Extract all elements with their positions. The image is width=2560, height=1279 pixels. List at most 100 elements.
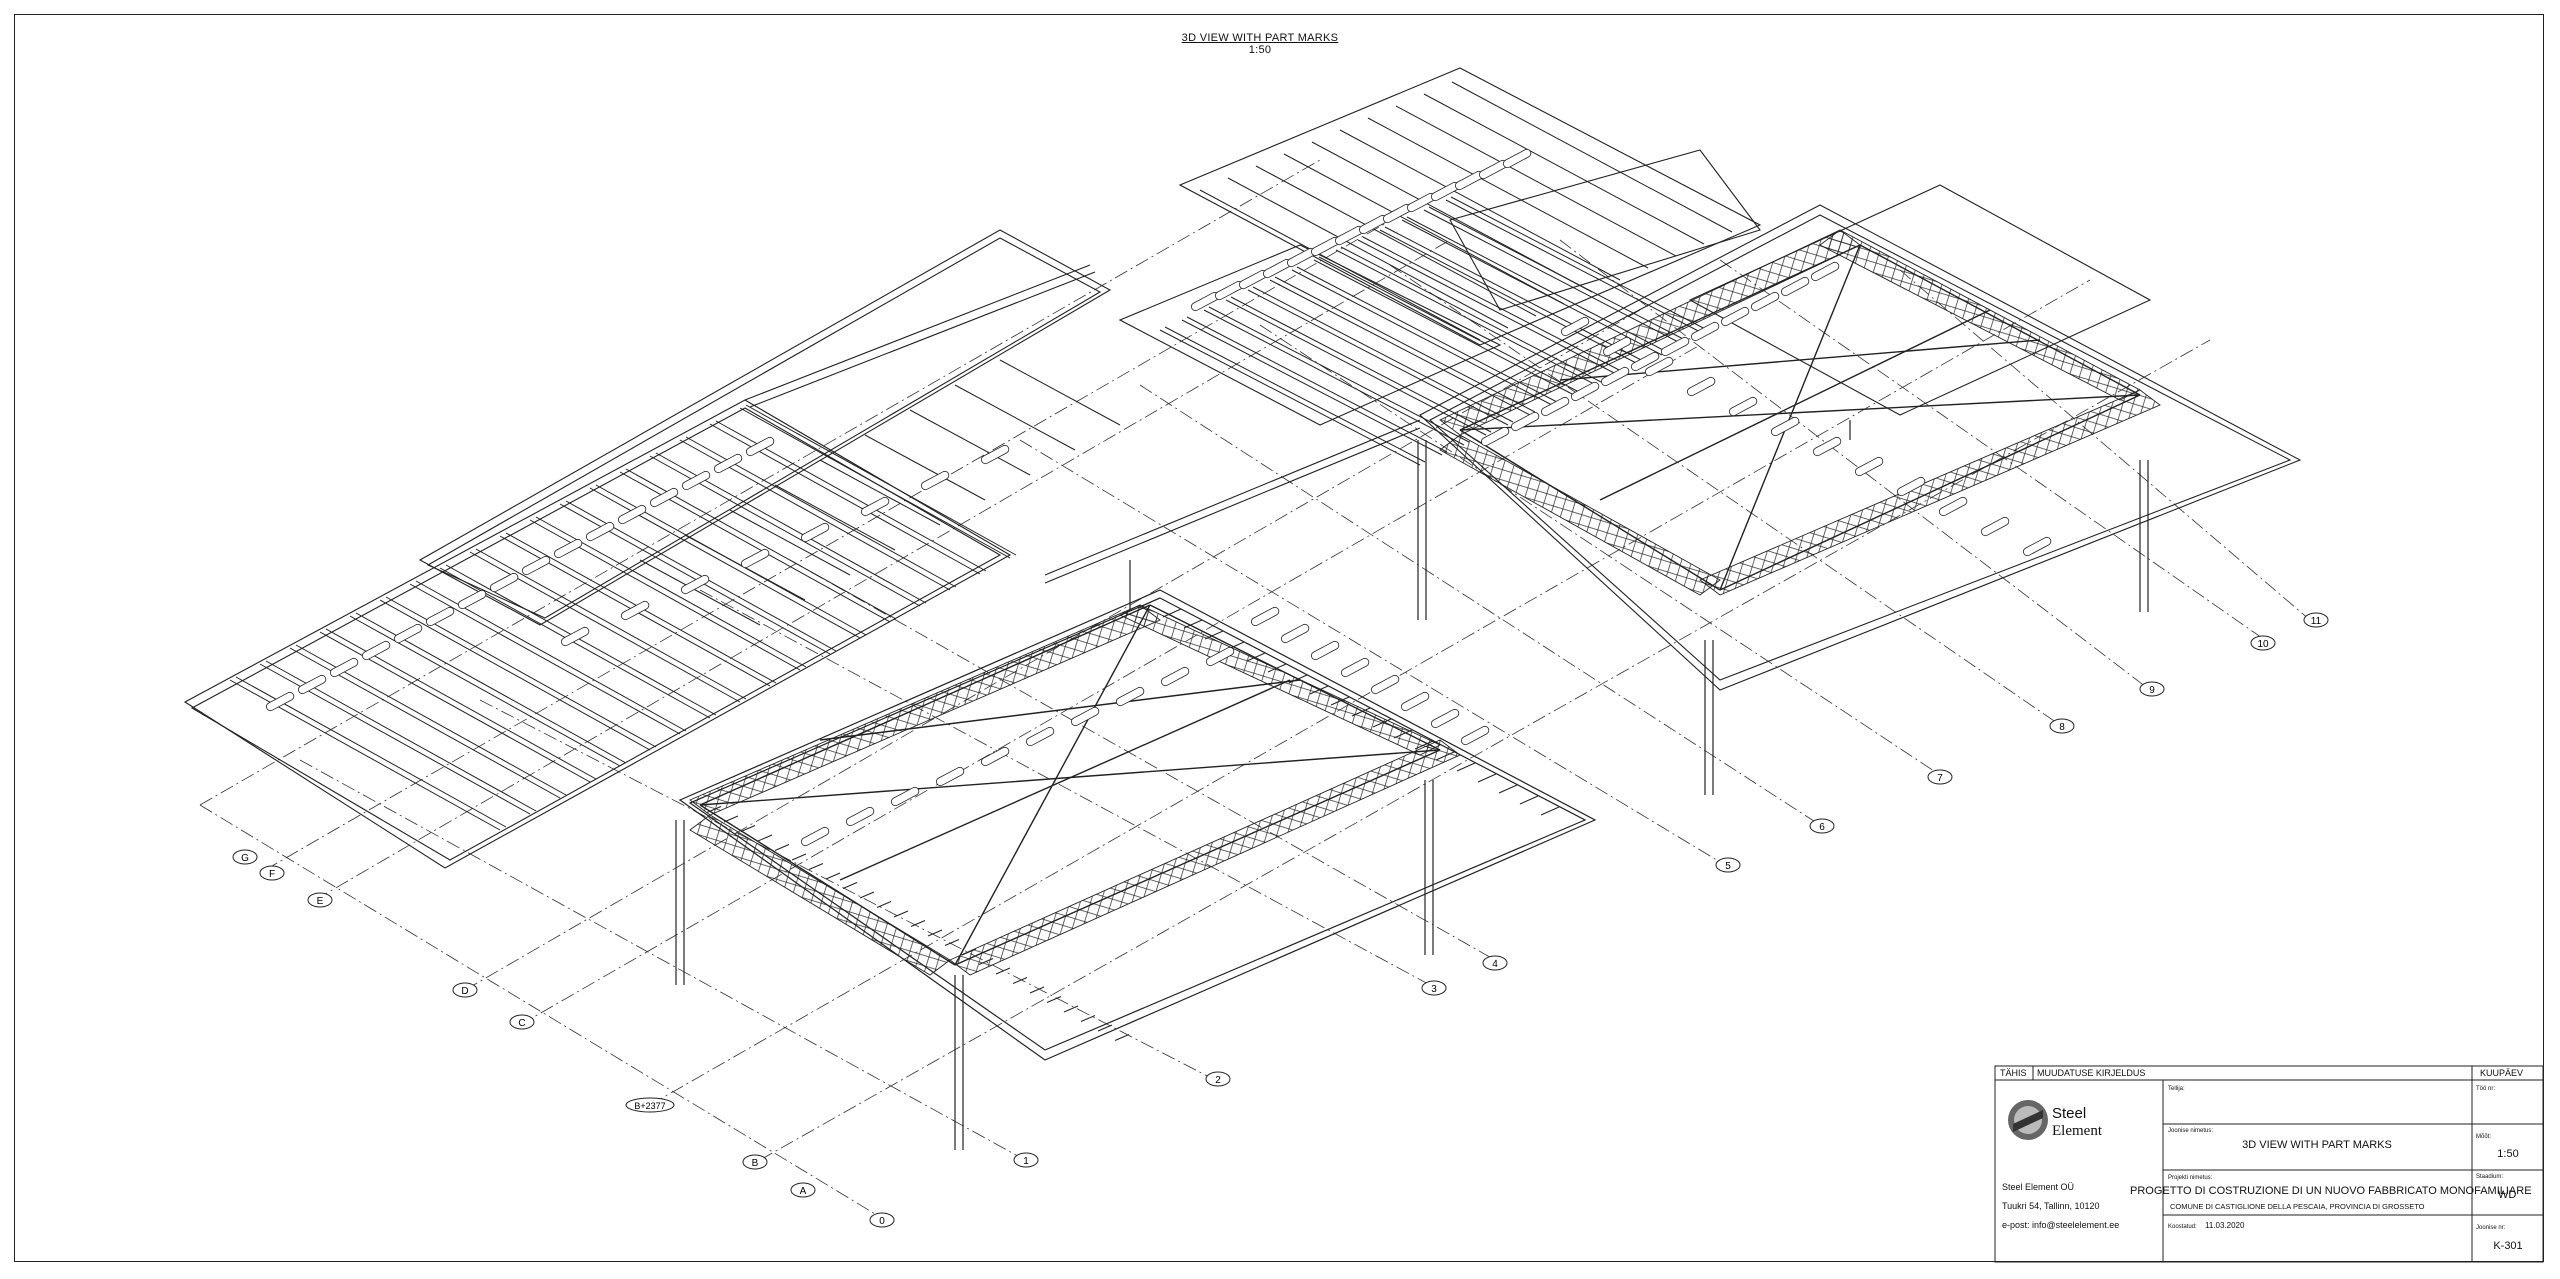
- part-mark-bubble: [801, 826, 830, 847]
- project-label: Projekti nimetus:: [2168, 1175, 2213, 1181]
- part-mark-bubble: [1781, 276, 1810, 297]
- svg-text:C: C: [518, 1018, 525, 1029]
- joist-upper: [1318, 256, 1580, 393]
- project-location: COMUNE DI CASTIGLIONE DELLA PESCAIA, PRO…: [2170, 1202, 2425, 1211]
- deck-slat: [995, 967, 1011, 975]
- joist-upper: [1274, 276, 1536, 413]
- joist-upper: [1208, 306, 1470, 443]
- joist-upper: [1313, 259, 1575, 396]
- joist-upper: [1450, 196, 1712, 333]
- lower-module-trusses: [689, 604, 1461, 976]
- revision-tahis: TÄHIS: [2000, 1068, 2027, 1078]
- part-mark-bubble: [1813, 436, 1842, 457]
- company-email: e-post: info@steelelement.ee: [2002, 1220, 2119, 1230]
- part-mark-bubble: [1281, 623, 1310, 644]
- grid-bubble-2: 2: [1205, 1071, 1231, 1087]
- grid-lines-letters: [199, 159, 2211, 1161]
- deck-slat: [1309, 685, 1329, 695]
- deck-slat: [1519, 795, 1539, 805]
- grid-bubble-0: 0: [869, 1212, 895, 1228]
- joist-left: [385, 596, 657, 748]
- drawing-no-label: Joonise nr:: [2476, 1225, 2506, 1231]
- part-mark-bubble: [1251, 606, 1280, 627]
- svg-text:A: A: [800, 1186, 807, 1197]
- deck-slat: [944, 939, 960, 946]
- right-columns: [1417, 420, 2149, 795]
- part-mark-bubble: [1855, 456, 1884, 477]
- svg-text:8: 8: [2059, 722, 2065, 733]
- part-mark-bubble: [682, 470, 711, 491]
- deck-slat: [740, 825, 756, 832]
- svg-text:7: 7: [1937, 773, 1943, 784]
- deck-slat: [1288, 674, 1308, 684]
- joist-upper: [1269, 279, 1531, 416]
- svg-text:3: 3: [1431, 984, 1437, 995]
- joist-left-upper: [639, 559, 761, 626]
- grid-bubble-5: 5: [1715, 857, 1741, 873]
- joist-upper: [1164, 326, 1426, 463]
- drawing-no: K-301: [2493, 1240, 2522, 1252]
- deck-slat: [859, 891, 875, 899]
- stage-value: WD: [2498, 1189, 2516, 1201]
- part-mark-bubble: [861, 496, 890, 517]
- part-mark-bubble: [1939, 496, 1968, 517]
- part-mark-bubble: [1071, 706, 1100, 727]
- part-mark-bubble: [1341, 657, 1370, 678]
- grid-bubble-1: 1: [1013, 1152, 1039, 1168]
- deck-slat: [842, 882, 858, 889]
- deck-slat: [1141, 597, 1161, 607]
- part-mark-bubble: [522, 555, 551, 576]
- joist-upper: [1181, 319, 1443, 456]
- lower-module-frame: [678, 589, 1597, 1061]
- deck-slat: [1114, 1034, 1130, 1041]
- grid-bubble-g: G: [232, 849, 258, 865]
- steel-element-logo-icon: [2008, 1100, 2048, 1140]
- part-mark-bubble: [1771, 416, 1800, 437]
- part-mark-bubble: [330, 657, 359, 678]
- view-scale: 1:50: [1248, 44, 1272, 56]
- part-mark-bubble: [1401, 691, 1430, 712]
- joist-left: [409, 583, 681, 735]
- deck-slat: [774, 844, 790, 851]
- grid-lines-numbers: [199, 239, 2311, 1221]
- joist-upper: [1406, 216, 1668, 353]
- joist-upper-top: [1255, 165, 1537, 317]
- company-address: Tuukri 54, Tallinn, 10120: [2002, 1201, 2100, 1211]
- part-mark-bubble: [1311, 640, 1340, 661]
- deck-slat: [1498, 784, 1518, 794]
- joist-upper: [1291, 269, 1553, 406]
- grid-bubble-e: E: [307, 892, 333, 908]
- joist-upper-top: [1451, 81, 1733, 233]
- tellija-label: Tellija:: [2168, 1086, 2185, 1092]
- grid-bubble-9: 9: [2139, 681, 2165, 697]
- svg-text:B: B: [752, 1158, 759, 1169]
- part-mark-bubble: [846, 806, 875, 827]
- joist-upper: [1445, 199, 1707, 336]
- joist-upper-top: [1227, 177, 1509, 329]
- scale-value: 1:50: [2497, 1148, 2518, 1160]
- part-mark-bubble: [1461, 725, 1490, 746]
- lower-outer-deck: [689, 597, 1560, 1041]
- joist-left-upper: [819, 459, 941, 526]
- part-mark-bubble: [1811, 261, 1840, 282]
- part-mark-bubble: [1541, 396, 1570, 417]
- part-mark-bubble: [621, 600, 650, 621]
- upper-wing-frame: [1118, 67, 1762, 426]
- deck-slat: [893, 910, 909, 918]
- part-mark-bubble: [1729, 396, 1758, 417]
- part-mark-bubble: [362, 640, 391, 661]
- joist-left-upper: [954, 384, 1076, 451]
- svg-text:5: 5: [1725, 861, 1731, 872]
- svg-text:6: 6: [1819, 822, 1825, 833]
- left-wing-frame: [183, 229, 1112, 869]
- part-mark-bubble: [1631, 351, 1660, 372]
- grid-bubble-10: 10: [2250, 635, 2276, 651]
- part-mark-bubble: [801, 522, 830, 543]
- part-mark-bubble: [1503, 148, 1532, 169]
- part-mark-bubble: [1571, 381, 1600, 402]
- part-mark-bubble: [981, 746, 1010, 767]
- part-mark-bubble: [1751, 291, 1780, 312]
- svg-text:11: 11: [2311, 616, 2322, 627]
- scale-label: Mõõt:: [2476, 1134, 2491, 1140]
